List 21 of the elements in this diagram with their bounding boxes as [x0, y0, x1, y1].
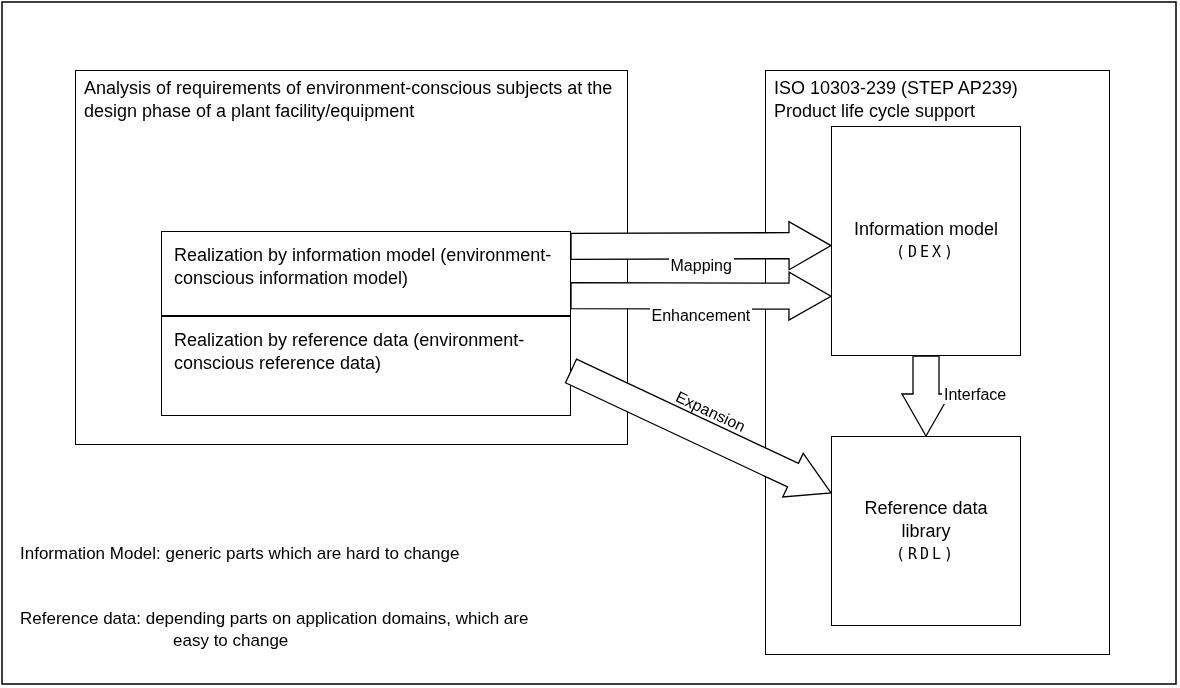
box-text: Realization by reference data (environment-conscious reference data) — [174, 329, 526, 375]
library-box — [831, 436, 1021, 626]
box-title: Information model — [852, 218, 1000, 241]
panel-heading: Analysis of requirements of environment-conscious subjects at the design phase of a plant facility/equipment — [84, 77, 613, 123]
model-box — [831, 126, 1021, 356]
abbreviation: (RDL) — [894, 543, 958, 565]
block-arrow — [570, 220, 833, 271]
analysis-panel — [75, 70, 628, 445]
box-text: Realization by information model (environment-conscious information model) — [174, 244, 553, 290]
standard-panel — [765, 70, 1110, 655]
block-arrow — [564, 358, 833, 498]
note-text: Reference data: depending parts on application domains, which are easy to change — [20, 608, 530, 652]
note-text: Information Model: generic parts which are hard to change — [20, 543, 461, 565]
abbreviation: (DEX) — [894, 242, 958, 263]
block-arrow — [570, 271, 833, 322]
edge-label: Interface — [942, 386, 1009, 404]
box-title: Reference data library — [863, 496, 989, 543]
panel-heading: ISO 10303-239 (STEP AP239) — [774, 77, 1019, 100]
panel-heading: Product life cycle support — [774, 100, 977, 123]
process-box — [161, 316, 571, 416]
process-box — [161, 231, 571, 316]
